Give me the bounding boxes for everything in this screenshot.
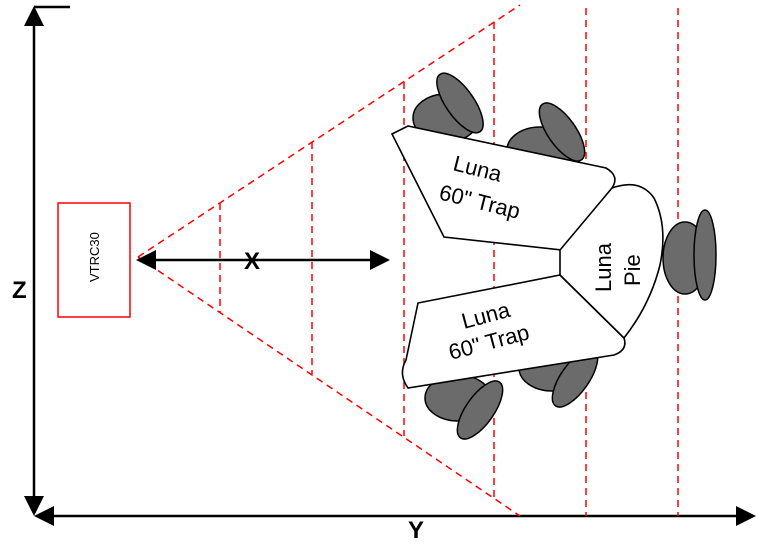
camera-device: VTRC30: [57, 202, 131, 318]
chairs: [412, 72, 717, 440]
fov-lower-edge: [137, 256, 521, 517]
table-pie-label-line2: Pie: [620, 254, 645, 286]
table-pie-label-line1: Luna: [591, 242, 616, 292]
y-axis-label: Y: [408, 517, 424, 544]
chair-bottom-left-front: [456, 380, 504, 440]
z-axis-label: Z: [12, 277, 27, 304]
chair-top-right-front: [538, 102, 586, 162]
fov-upper-edge: [137, 4, 521, 258]
distance-label: X: [244, 248, 260, 275]
chair-pie-front: [693, 209, 717, 301]
table-bottom-shape: [401, 274, 626, 389]
table-pie-shape: [559, 183, 664, 340]
camera-box: [57, 202, 131, 318]
chair-top-left-front: [436, 72, 484, 134]
camera-label: VTRC30: [87, 232, 102, 282]
tables: [390, 125, 664, 389]
distance-indicator: X: [136, 248, 390, 275]
axes: Z Y: [12, 5, 756, 544]
